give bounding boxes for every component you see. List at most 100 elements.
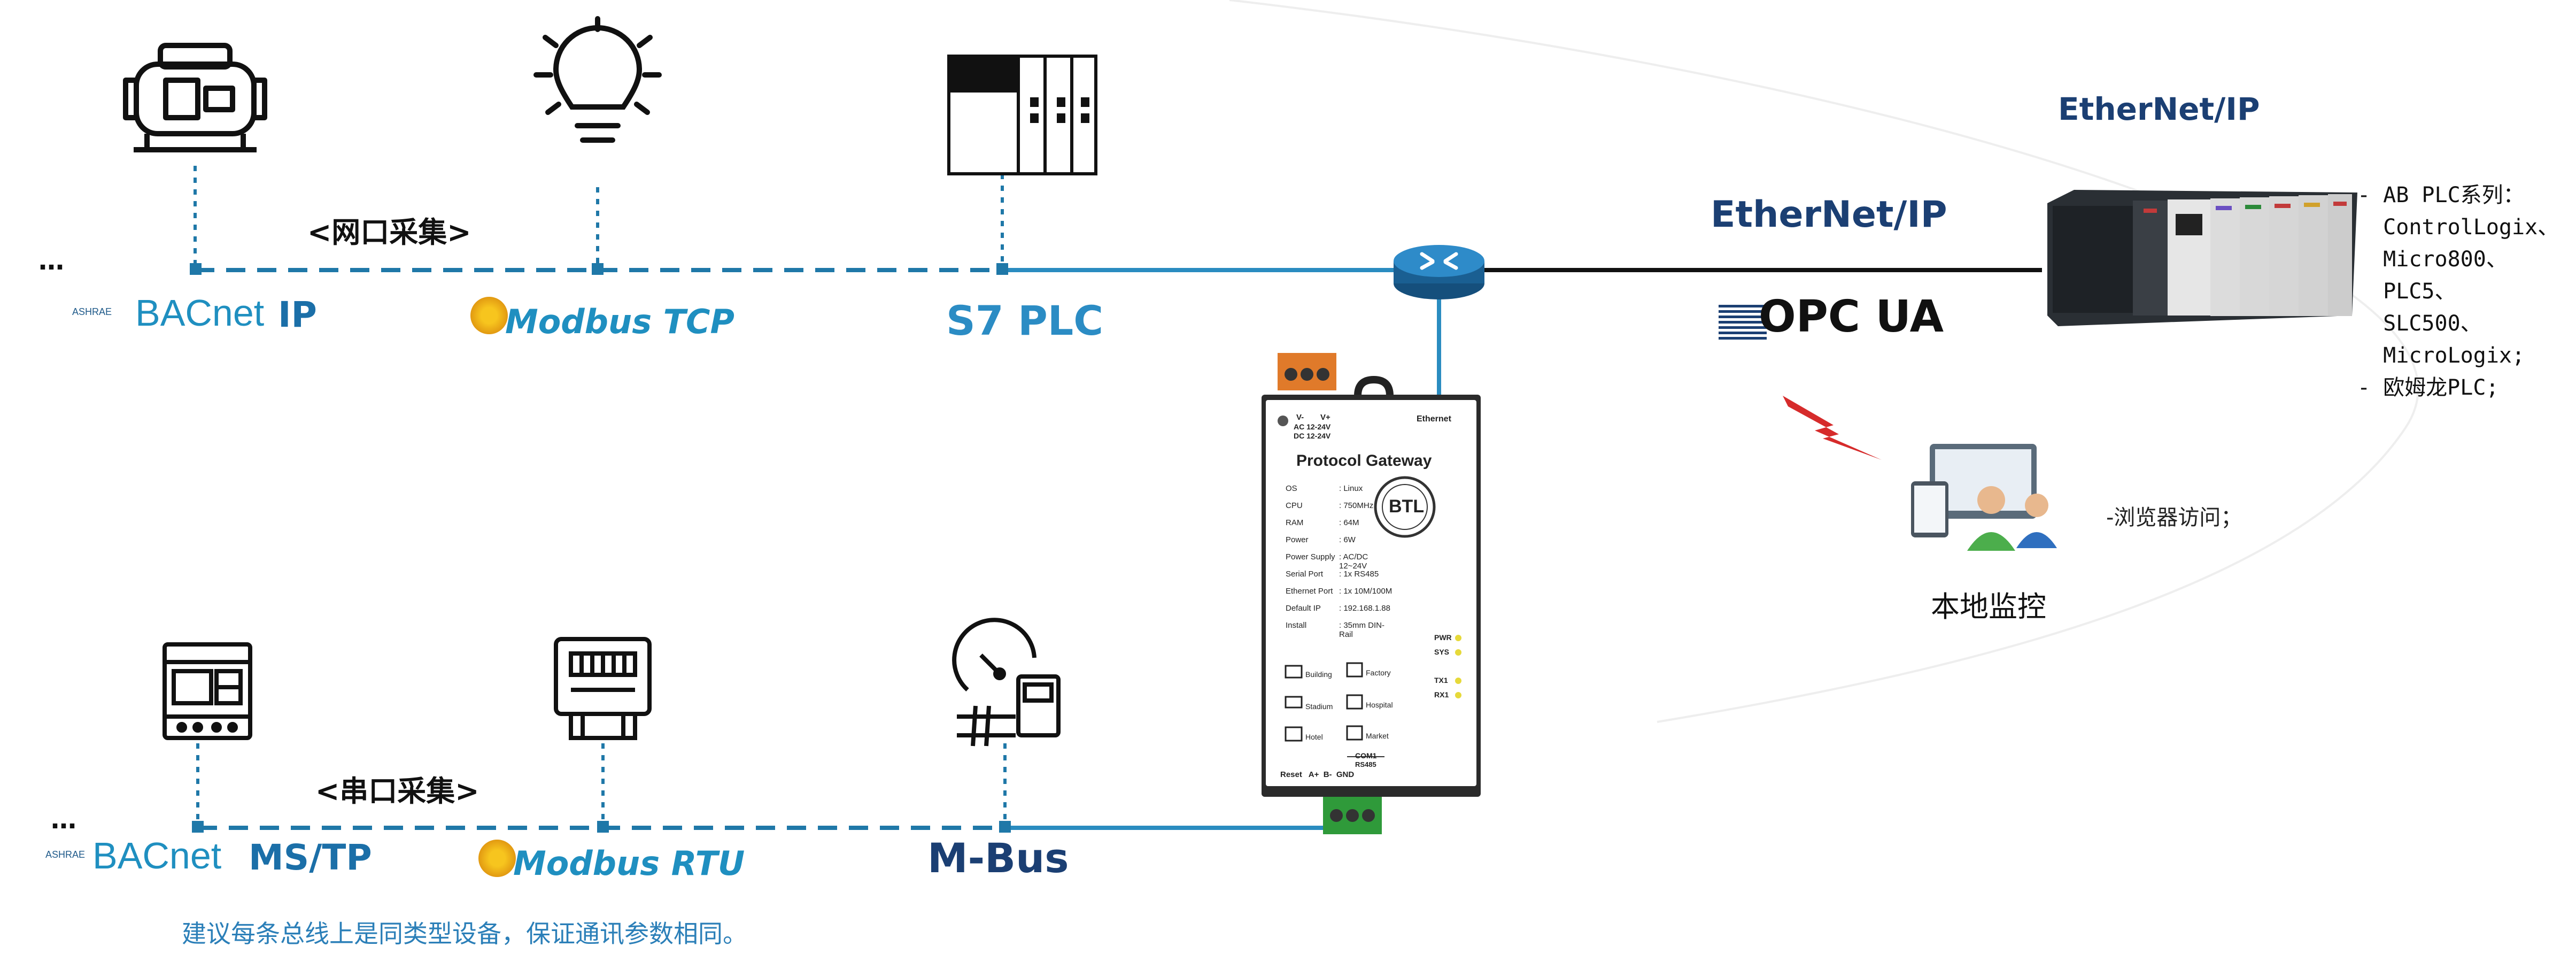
opc-stripes-icon <box>1719 302 1767 340</box>
spec-key: Power <box>1286 535 1309 544</box>
gw-spec-row: Power Supply : AC/DC 12~24V <box>1286 552 1398 571</box>
spec-value: : AC/DC 12~24V <box>1339 552 1368 571</box>
gw-spec-row: RAM : 64M <box>1286 518 1398 535</box>
gw-title: Protocol Gateway <box>1296 452 1432 470</box>
btl-badge <box>1374 476 1436 538</box>
rs485-terminal-icon <box>1323 797 1382 834</box>
gw-dc: DC 12-24V <box>1294 432 1331 440</box>
spec-key: Serial Port <box>1286 570 1324 579</box>
junction <box>592 263 604 275</box>
modbus-logo-icon <box>478 840 516 877</box>
junction <box>190 263 202 275</box>
compressor-icon <box>123 43 267 152</box>
app-hotel: Hotel <box>1305 733 1323 741</box>
top-ellipsis: … <box>38 246 66 276</box>
ethernet-ip-logo-mid: EtherNet/IP <box>1711 194 1947 236</box>
spec-key: CPU <box>1286 501 1303 510</box>
led-label-pwr: PWR <box>1434 633 1452 642</box>
junction <box>999 821 1011 833</box>
background-arc <box>1229 0 2419 723</box>
spec-value: : 192.168.1.88 <box>1339 604 1390 613</box>
energy-meter-icon <box>554 637 652 740</box>
gw-spec-row: Default IP : 192.168.1.88 <box>1286 604 1398 621</box>
s7-plc-icon <box>947 55 1097 175</box>
junction <box>597 821 609 833</box>
gw-spec-row: Install: 35mm DIN-Rail <box>1286 621 1398 639</box>
gw-rs485: RS485 <box>1355 760 1376 768</box>
app-factory: Factory <box>1366 668 1391 677</box>
gw-ac: AC 12-24V <box>1294 422 1331 431</box>
modbus-tcp-label: Modbus TCP <box>505 302 734 341</box>
spec-value: : 1x 10M/100M <box>1339 587 1393 596</box>
led-rx1 <box>1455 692 1461 698</box>
plc-list-item: - AB PLC系列： <box>2357 183 2525 207</box>
lightbulb-icon <box>533 16 662 143</box>
led-pwr <box>1455 635 1461 641</box>
gw-spec-row: Serial Port : 1x RS485 <box>1286 570 1398 587</box>
gw-vminus: V- <box>1296 413 1304 422</box>
spec-key: RAM <box>1286 518 1304 527</box>
app-stadium: Stadium <box>1305 702 1333 711</box>
bacnet-mstp-suffix: MS/TP <box>249 837 372 878</box>
spec-value: : 750MHz <box>1339 501 1374 510</box>
spec-key: Default IP <box>1286 604 1321 613</box>
lightning-icon <box>1783 396 1882 460</box>
ashrae-label: ASHRAE <box>45 849 86 860</box>
local-monitor-label: 本地监控 <box>1931 590 2046 624</box>
spec-key: OS <box>1286 484 1297 493</box>
spec-key: Ethernet Port <box>1286 587 1333 596</box>
plc-list-item: SLC500、 <box>2357 311 2482 336</box>
gw-spec-row: Power: 6W <box>1286 535 1398 552</box>
gw-btl: BTL <box>1389 496 1425 517</box>
spec-value: : 64M <box>1339 518 1359 527</box>
modbus-logo-icon <box>470 297 508 334</box>
bus-note: 建议每条总线上是同类型设备，保证通讯参数相同。 <box>182 919 747 948</box>
mbus-label: M-Bus <box>927 834 1069 882</box>
gateway-face <box>1266 400 1476 786</box>
spec-key: Power Supply <box>1286 552 1335 562</box>
ethernet-ip-logo-top: EtherNet/IP <box>2058 91 2260 127</box>
gw-spec-list: OS : Linux CPU : 750MHz RAM : 64M Power: 6W… <box>1286 484 1398 639</box>
app-building: Building <box>1305 670 1332 679</box>
led-sys <box>1455 649 1461 656</box>
junction <box>192 821 204 833</box>
opc-ua-label: OPC UA <box>1759 291 1944 342</box>
led-label-rx1: RX1 <box>1434 690 1449 699</box>
bottom-ellipsis: … <box>51 805 79 835</box>
spec-value: : Linux <box>1339 484 1363 493</box>
gauge-meter-icon <box>952 618 1061 747</box>
gw-vplus: V+ <box>1320 413 1330 422</box>
bottom-group-label: <串口采集> <box>315 774 479 808</box>
gw-spec-row: OS : Linux <box>1286 484 1398 501</box>
modbus-rtu-label: Modbus RTU <box>513 844 745 883</box>
app-market: Market <box>1366 732 1389 740</box>
top-group-label: <网口采集> <box>307 216 471 249</box>
plc-list-item: MicroLogix; <box>2357 343 2525 368</box>
bacnet-label: BACnet <box>135 292 265 334</box>
app-hospital: Hospital <box>1366 701 1393 709</box>
led-label-tx1: TX1 <box>1434 676 1448 685</box>
plc-list-item: Micro800、 <box>2357 247 2508 272</box>
spec-value: : 35mm DIN-Rail <box>1339 621 1385 639</box>
led-label-sys: SYS <box>1434 648 1450 656</box>
ashrae-label: ASHRAE <box>72 306 112 317</box>
ground-screw <box>1278 416 1288 426</box>
gw-spec-row: CPU : 750MHz <box>1286 501 1398 518</box>
plc-list-item: - 欧姆龙PLC; <box>2357 375 2499 400</box>
ab-plc-rack-icon <box>2047 190 2357 326</box>
gw-com1: COM1 <box>1355 751 1377 760</box>
btl-badge-inner <box>1382 484 1428 530</box>
din-meter-icon <box>163 642 252 740</box>
s7-plc-label: S7 PLC <box>946 297 1103 344</box>
din-clip <box>1354 375 1394 396</box>
plc-list-item: ControlLogix、 <box>2357 215 2559 240</box>
gw-spec-row: Ethernet Port : 1x 10M/100M <box>1286 587 1398 604</box>
bacnet-label: BACnet <box>92 835 222 876</box>
app-icons <box>1285 662 1363 742</box>
bacnet-ip-suffix: IP <box>278 294 317 335</box>
power-terminal-icon <box>1278 353 1336 390</box>
junction <box>996 263 1008 275</box>
browser-access-label: -浏览器访问； <box>2106 505 2242 530</box>
spec-value: : 1x RS485 <box>1339 570 1379 579</box>
